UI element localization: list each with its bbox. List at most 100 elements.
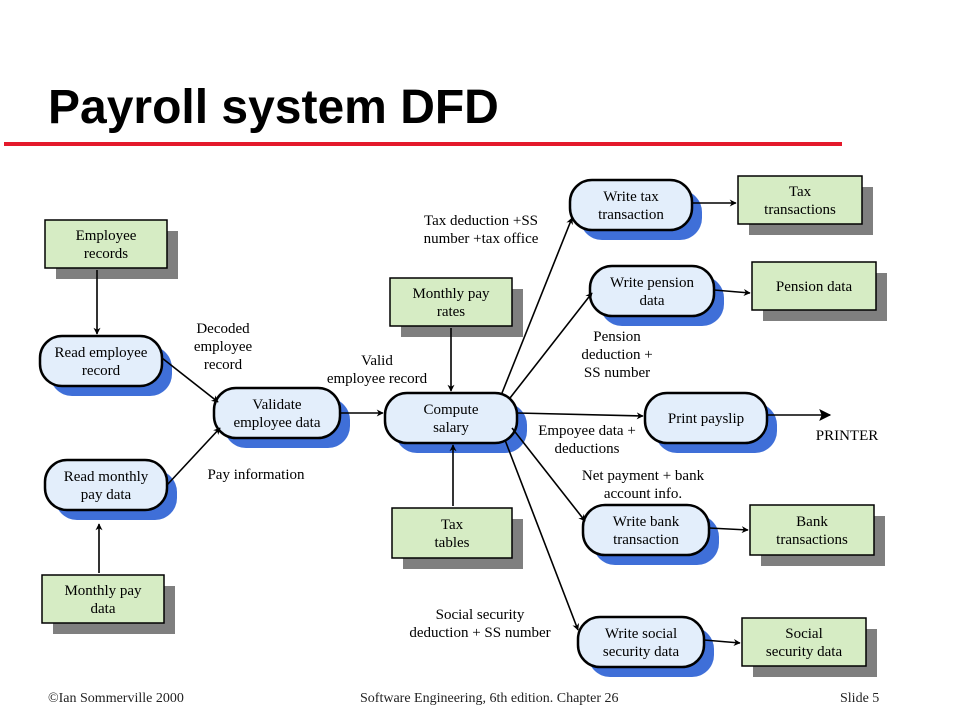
page-title: Payroll system DFD — [48, 81, 499, 134]
flow-label-valid-employee-record: Valid employee record — [327, 353, 428, 387]
process-read-employee-record: Read employee record — [38, 334, 172, 396]
process-write-social-security-data: Write social security data — [576, 615, 714, 677]
store-label: Tax tables — [435, 517, 470, 551]
flow-label-tax-deduction-line: number +tax office — [424, 231, 539, 247]
flow-readpay-to-validate — [166, 427, 221, 486]
flow-write-bank-to-store — [708, 526, 749, 534]
flow-label-pension-deduction-line: SS number — [584, 365, 650, 381]
store-box — [741, 617, 867, 667]
store-label-line: Pension data — [776, 279, 853, 295]
store-label-line: Tax — [789, 184, 812, 200]
process-label-line: Compute — [424, 402, 479, 418]
store-box — [737, 175, 863, 225]
store-label: Bank transactions — [776, 514, 848, 548]
process-label-line: data — [640, 293, 665, 309]
process-label-line: record — [82, 363, 121, 379]
flow-label-employee-data-deductions-line: deductions — [555, 441, 620, 457]
flow-write-ss-to-store — [703, 638, 741, 646]
store-label-line: transactions — [764, 202, 836, 218]
flow-label-pension-deduction-line: Pension — [593, 329, 641, 345]
flow-label-pension-deduction: Pension deduction + SS number — [581, 329, 652, 381]
process-label: Write pension data — [610, 275, 694, 309]
flow-label-pension-deduction-line: deduction + — [581, 347, 652, 363]
flow-compute-to-write-pension — [509, 292, 593, 399]
process-write-pension-data: Write pension data — [588, 264, 724, 326]
flow-compute-to-write-bank — [511, 427, 586, 522]
process-validate-employee-data: Validate employee data — [212, 386, 350, 448]
process-label-line: security data — [603, 644, 680, 660]
process-box — [643, 391, 769, 445]
store-label: Tax transactions — [764, 184, 836, 218]
process-box — [568, 178, 694, 232]
flow-label-valid-employee-record-line: employee record — [327, 371, 428, 387]
store-box — [391, 507, 513, 559]
footer-copyright: ©Ian Sommerville 2000 — [48, 691, 184, 706]
process-label: Print payslip — [668, 411, 744, 427]
data-flows — [93, 199, 832, 646]
store-tax-transactions: Tax transactions — [737, 175, 873, 235]
store-box — [44, 219, 168, 269]
process-box — [576, 615, 706, 669]
process-label-line: Write bank — [613, 514, 680, 530]
process-compute-salary: Compute salary — [383, 391, 527, 453]
flow-label-decoded-employee-record-line: record — [204, 357, 243, 373]
printer-sink-label: PRINTER — [816, 428, 879, 444]
process-label-line: Write pension — [610, 275, 694, 291]
footer-slide-number: Slide 5 — [840, 691, 880, 706]
process-print-payslip: Print payslip — [643, 391, 777, 453]
process-label: Validate employee data — [233, 397, 320, 431]
store-label-line: Bank — [796, 514, 828, 530]
flow-label-net-payment-line: Net payment + bank — [582, 468, 705, 484]
store-label-line: transactions — [776, 532, 848, 548]
process-box — [383, 391, 519, 445]
process-label-line: Read monthly — [64, 469, 149, 485]
flow-label-pay-information-line: Pay information — [207, 467, 305, 483]
process-box — [588, 264, 716, 318]
flow-compute-to-print — [516, 412, 644, 420]
flow-label-social-security-deduction-line: Social security — [436, 607, 525, 623]
process-label: Write social security data — [603, 626, 680, 660]
process-label-line: Write social — [605, 626, 677, 642]
flow-label-net-payment: Net payment + bank account info. — [582, 468, 705, 502]
process-label-line: Validate — [252, 397, 301, 413]
flow-compute-to-write-ss — [504, 439, 580, 631]
process-label-line: employee data — [233, 415, 320, 431]
flow-read-to-validate — [161, 357, 219, 403]
flow-label-decoded-employee-record-line: Decoded — [196, 321, 250, 337]
store-box — [41, 574, 165, 624]
process-label-line: Read employee — [55, 345, 148, 361]
flow-label-pay-information: Pay information — [207, 467, 305, 483]
process-box — [38, 334, 164, 388]
flow-write-pension-to-store — [713, 288, 751, 296]
process-label: Compute salary — [424, 402, 479, 436]
store-label: Pension data — [776, 279, 853, 295]
store-tax-tables: Tax tables — [391, 507, 523, 569]
process-label: Read employee record — [55, 345, 148, 379]
store-label-line: Tax — [441, 517, 464, 533]
process-label-line: salary — [433, 420, 469, 436]
flow-compute-to-write-tax — [501, 217, 573, 394]
title-underline — [4, 142, 842, 146]
store-label-line: Social — [785, 626, 823, 642]
flow-label-valid-employee-record-line: Valid — [361, 353, 393, 369]
process-label-line: transaction — [598, 207, 664, 223]
store-bank-transactions: Bank transactions — [749, 504, 885, 566]
flow-label-employee-data-deductions: Empoyee data +deductions — [538, 423, 636, 457]
store-label-line: tables — [435, 535, 470, 551]
store-label-line: data — [91, 601, 116, 617]
flow-label-net-payment-line: account info. — [604, 486, 682, 502]
